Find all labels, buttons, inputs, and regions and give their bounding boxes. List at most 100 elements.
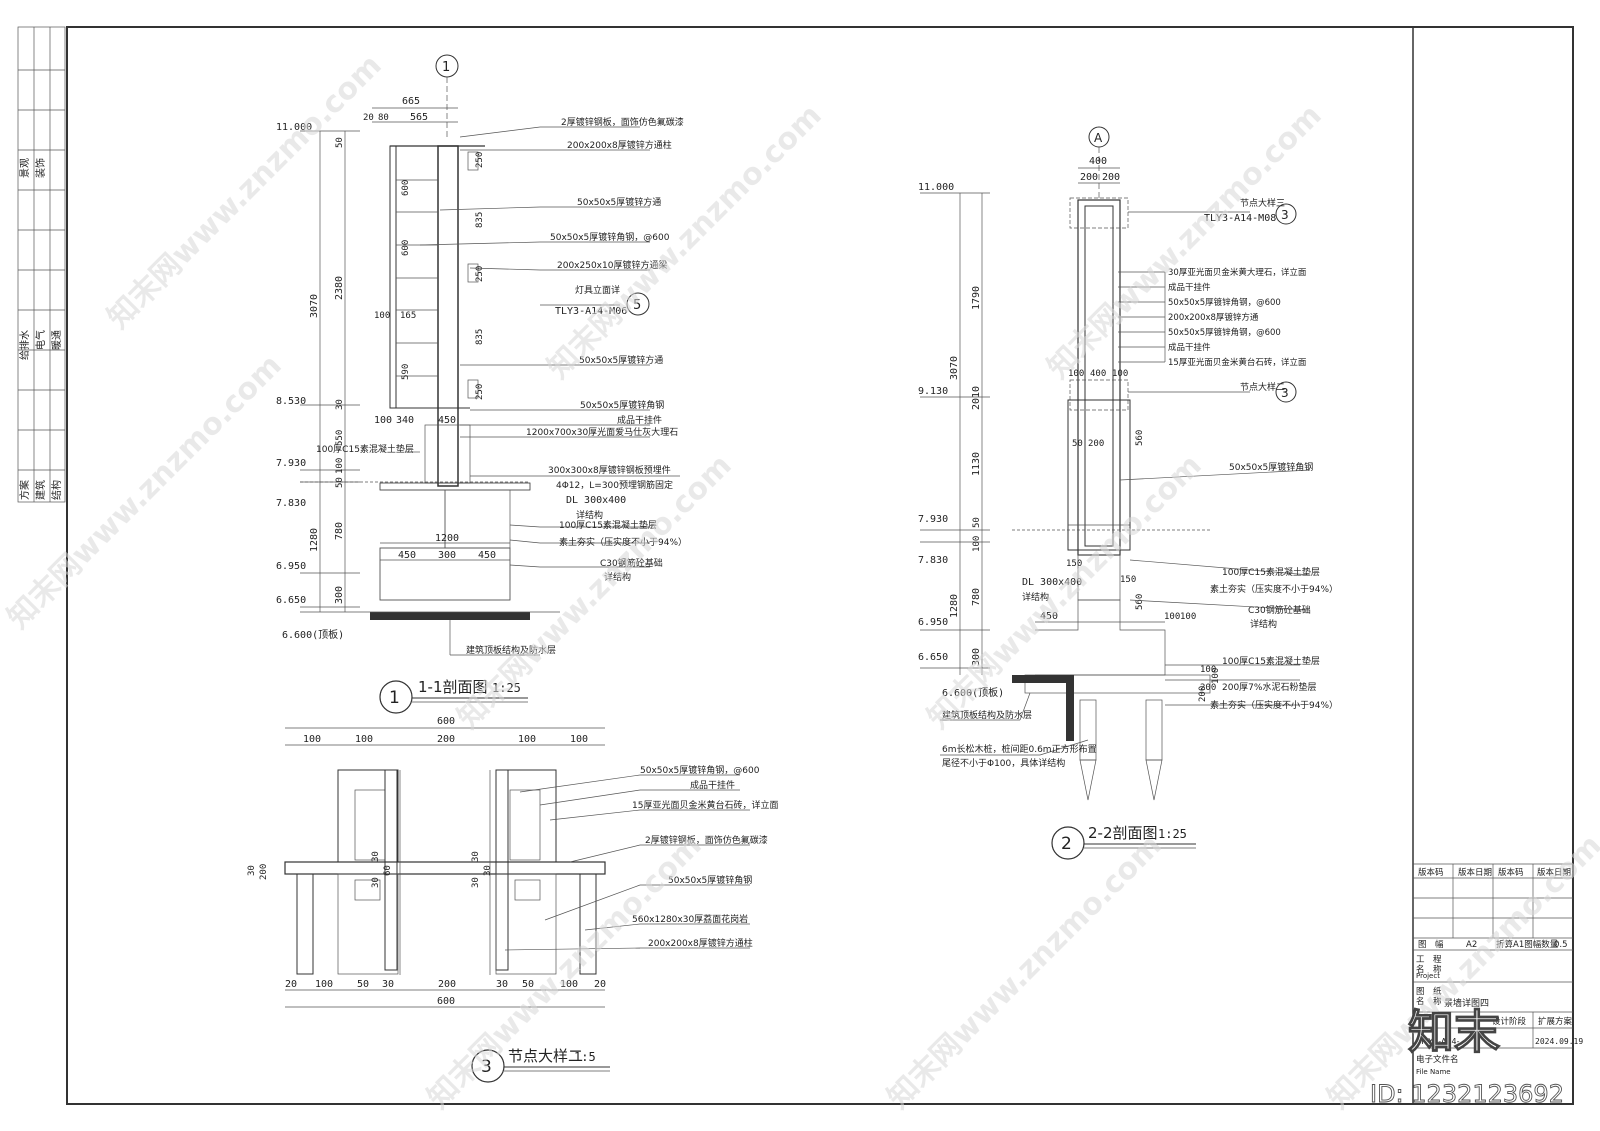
watermark-text: 知末网www.znzmo.com bbox=[421, 828, 709, 1116]
dim: 300 bbox=[334, 586, 345, 604]
dim: 50 bbox=[335, 477, 345, 488]
section-1-1: 1 665 20 80 565 bbox=[276, 54, 687, 714]
dim: 165 bbox=[400, 311, 416, 321]
callout: 30厚亚光面贝金米黄大理石，详立面 bbox=[1168, 267, 1307, 278]
elevation: 7.930 bbox=[918, 514, 948, 525]
callout: C30钢筋砼基础 bbox=[1248, 604, 1311, 616]
callout: 详结构 bbox=[1022, 591, 1049, 603]
callout: 成品干挂件 bbox=[690, 779, 735, 791]
dim: 100 bbox=[1180, 612, 1196, 622]
dim: 100 bbox=[374, 311, 390, 321]
roof-slab-hatch bbox=[370, 612, 530, 620]
callout: 1200x700x30厚光面爱马仕灰大理石 bbox=[526, 426, 678, 438]
dim: 30 bbox=[496, 979, 508, 990]
callout: 建筑顶板结构及防水层 bbox=[466, 644, 556, 656]
dim: 30 bbox=[471, 877, 481, 888]
strip-label: 装饰 bbox=[34, 158, 47, 178]
callout: DL 300x400 bbox=[566, 495, 626, 506]
strip-label: 景观 bbox=[19, 158, 31, 178]
title-block: 版本码 版本日期 版本码 版本日期 图 幅 A2 折算A1图幅数量 0.5 工 … bbox=[1413, 863, 1583, 1076]
section-scale: 1:5 bbox=[574, 1050, 596, 1064]
elevation: 7.930 bbox=[276, 458, 306, 469]
section-marker: 1 bbox=[389, 688, 400, 708]
dim: 100 bbox=[1200, 665, 1216, 675]
callout: 200x200x8厚镀锌方通柱 bbox=[648, 937, 753, 949]
callout: TLY3-A14-M06 bbox=[555, 306, 627, 317]
callout: 50x50x5厚镀锌角钢 bbox=[580, 399, 664, 411]
dim: 30 bbox=[471, 851, 481, 862]
dim: 550 bbox=[335, 430, 345, 446]
callout: 50x50x5厚镀锌角钢 bbox=[1229, 461, 1313, 473]
dim: 20 bbox=[285, 979, 297, 990]
callout: 50x50x5厚镀锌角钢，@600 bbox=[1168, 327, 1281, 338]
callout: 300x300x8厚镀锌钢板预埋件 bbox=[548, 464, 671, 476]
section-marker: 2 bbox=[1061, 834, 1072, 854]
watermark-id: ID: 1232123692 bbox=[1370, 1080, 1564, 1108]
dim: 50 bbox=[522, 979, 534, 990]
dim: 100 bbox=[1164, 612, 1180, 622]
elevation: 9.130 bbox=[918, 386, 948, 397]
dim: 780 bbox=[971, 588, 982, 606]
callout: 100厚C15素混凝土垫层 bbox=[559, 519, 657, 531]
callout: 200x200x8厚镀锌方通 bbox=[1168, 312, 1259, 323]
drawing-label: 图 纸名 称 bbox=[1416, 986, 1442, 1007]
callout: 素土夯实（压实度不小于94%） bbox=[1210, 699, 1338, 711]
watermark-text: 知末网www.znzmo.com bbox=[881, 828, 1169, 1116]
dim: 150 bbox=[1120, 575, 1136, 585]
sheet-border bbox=[66, 26, 1574, 1105]
node-marker: 3 bbox=[1281, 386, 1289, 400]
axis-label: 1 bbox=[442, 60, 450, 75]
callout: 成品干挂件 bbox=[1168, 282, 1211, 293]
dim: 450 bbox=[398, 550, 416, 561]
dim: 100 bbox=[303, 734, 321, 745]
fold-label: 折算A1图幅数量 bbox=[1496, 939, 1559, 950]
callout: 建筑顶板结构及防水层 bbox=[942, 709, 1032, 721]
dim: 2010 bbox=[971, 386, 982, 410]
callout: 200厚7%水泥石粉垫层 bbox=[1222, 681, 1316, 693]
elevation: 6.650 bbox=[276, 595, 306, 606]
node-ref-5: 5 bbox=[633, 298, 641, 313]
callout: 4Φ12，L=300预埋钢筋固定 bbox=[556, 479, 673, 491]
dim: 300 bbox=[971, 648, 982, 666]
dim: 560 bbox=[1135, 430, 1145, 446]
watermark: 知末网www.znzmo.com 知末网www.znzmo.com 知末网www… bbox=[1, 48, 1600, 1116]
elevation: 11.000 bbox=[918, 182, 954, 193]
elevation: 11.000 bbox=[276, 122, 312, 133]
dim: 200 bbox=[259, 864, 269, 880]
callout: 6m长松木桩，桩间距0.6m正方形布置 bbox=[942, 743, 1097, 755]
version-header: 版本码 bbox=[1498, 867, 1524, 878]
dim: 200 bbox=[1080, 172, 1098, 183]
dim: 100 bbox=[518, 734, 536, 745]
callout: 50x50x5厚镀锌方通 bbox=[579, 354, 663, 366]
dim: 50 bbox=[972, 517, 982, 528]
callout: 2厚镀锌钢板，面饰仿色氟碳漆 bbox=[645, 834, 768, 846]
version-header: 版本码 bbox=[1418, 867, 1444, 878]
dim: 560 bbox=[1135, 594, 1145, 610]
callout: 100厚C15素混凝土垫层 bbox=[1222, 566, 1320, 578]
elevation: 6.600(顶板) bbox=[282, 628, 344, 641]
watermark-text: 知末网www.znzmo.com bbox=[451, 448, 739, 736]
callout: 50x50x5厚镀锌角钢 bbox=[668, 874, 752, 886]
dim: 590 bbox=[401, 364, 411, 380]
detail-node-2: 600 100 100 200 100 100 20 100 50 30 200… bbox=[247, 716, 778, 1083]
dim: 340 bbox=[396, 415, 414, 426]
callout: 50x50x5厚镀锌角钢，@600 bbox=[1168, 297, 1281, 308]
dim: 50 bbox=[1072, 439, 1083, 449]
side-strip: 景观 装饰 给排水 电气 暖通 方案 建筑 结构 bbox=[17, 26, 66, 503]
dim: 565 bbox=[410, 112, 428, 123]
callout: 100厚C15素混凝土垫层 bbox=[316, 443, 414, 455]
callout: 50x50x5厚镀锌角钢，@600 bbox=[640, 764, 760, 776]
strip-label: 给排水 bbox=[18, 330, 31, 360]
dim: 300 bbox=[438, 550, 456, 561]
dim: 665 bbox=[402, 96, 420, 107]
strip-label: 电气 bbox=[34, 330, 47, 350]
callout: 素土夯实（压实度不小于94%） bbox=[1210, 583, 1338, 595]
dim: 600 bbox=[401, 180, 411, 196]
strip-label: 建筑 bbox=[34, 480, 47, 500]
dim: 100 bbox=[972, 536, 982, 552]
dim: 1200 bbox=[435, 533, 459, 544]
sheet-value: A2 bbox=[1466, 940, 1477, 950]
elevation: 6.950 bbox=[276, 561, 306, 572]
dim: 200 bbox=[1198, 686, 1208, 702]
file-label-en: File Name bbox=[1416, 1068, 1451, 1076]
